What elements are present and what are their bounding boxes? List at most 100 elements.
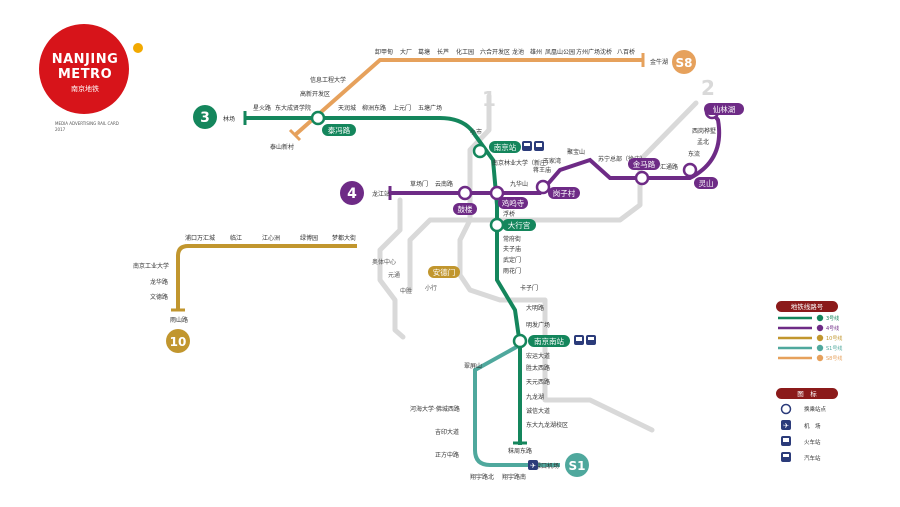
svg-text:3号线: 3号线 (826, 315, 839, 322)
svg-text:诚信大道: 诚信大道 (526, 407, 550, 415)
svg-text:大明路: 大明路 (526, 304, 544, 312)
interchange-jinmalu[interactable] (634, 170, 650, 186)
major-station-daxinggong[interactable]: 大行宫 (502, 219, 536, 231)
icon-bus-nanjingzhan (522, 141, 532, 151)
badge-line-s1: S1 (565, 453, 589, 477)
svg-text:南京工业大学: 南京工业大学 (133, 262, 169, 270)
major-station-jimingsi[interactable]: 鸡鸣寺 (498, 197, 528, 209)
brand-logo (39, 24, 129, 114)
legend-symbols: 图 标 换乘站点 ✈ 机 场 火车站 汽车站 (776, 388, 838, 462)
svg-text:金马路: 金马路 (633, 159, 656, 169)
svg-text:安德门: 安德门 (433, 267, 456, 277)
svg-text:六合开发区: 六合开发区 (480, 48, 510, 56)
svg-text:孟北: 孟北 (697, 138, 709, 146)
airport-icon (781, 420, 791, 430)
interchange-gulou[interactable] (457, 185, 473, 201)
svg-text:王家湾: 王家湾 (543, 157, 561, 165)
svg-text:翔宇路南: 翔宇路南 (502, 473, 526, 481)
svg-text:10: 10 (170, 335, 187, 349)
interchange-daxinggong[interactable] (489, 217, 505, 233)
svg-text:葛塘: 葛塘 (418, 48, 430, 56)
svg-text:东大九龙湖校区: 东大九龙湖校区 (526, 421, 568, 429)
line-10-route (176, 244, 357, 310)
svg-text:汇通路: 汇通路 (660, 163, 678, 171)
svg-text:卸甲甸: 卸甲甸 (375, 48, 393, 56)
svg-text:凤凰山公园: 凤凰山公园 (545, 48, 575, 56)
svg-text:五塘广场: 五塘广场 (418, 104, 442, 112)
interchange-nanjingzhan[interactable] (472, 143, 488, 159)
svg-text:泰冯路: 泰冯路 (328, 125, 351, 135)
svg-text:沈桥: 沈桥 (600, 48, 612, 56)
svg-text:绿博园: 绿博园 (300, 234, 318, 242)
svg-text:元通: 元通 (388, 271, 400, 279)
svg-text:S8: S8 (676, 56, 693, 70)
major-station-nanjingzhan[interactable]: 南京站 (489, 141, 521, 153)
badge-line-3: 3 (193, 105, 217, 129)
svg-text:汽车站: 汽车站 (804, 454, 821, 462)
s8-labels: 卸甲甸 大厂 葛塘 长芦 化工园 六合开发区 龙池 雄州 凤凰山公园 方州广场 … (270, 48, 668, 151)
interchange-jimingsi[interactable] (489, 185, 505, 201)
svg-text:鸡鸣寺: 鸡鸣寺 (502, 198, 525, 208)
svg-text:浮桥: 浮桥 (503, 210, 515, 218)
line-s8-route (293, 58, 643, 137)
svg-text:大厂: 大厂 (400, 48, 412, 56)
major-station-andemen[interactable]: 安德门 (428, 266, 460, 278)
svg-text:化工园: 化工园 (456, 48, 474, 56)
svg-text:文德路: 文德路 (150, 293, 168, 301)
line-10-labels: 雨山路 文德路 龙华路 南京工业大学 浦口万汇城 临江 江心洲 绿博园 梦都大街 (133, 234, 356, 324)
brand-name-cn: 南京地铁 (71, 85, 99, 93)
svg-text:翔宇路北: 翔宇路北 (470, 473, 494, 481)
badge-line-4: 4 (340, 181, 364, 205)
line-s8-start-cap (288, 128, 302, 142)
svg-text:龙华路: 龙华路 (150, 278, 168, 286)
interchange-icon (780, 403, 792, 415)
major-station-nanjingnanzhan[interactable]: 南京南站 (528, 335, 570, 347)
major-station-gulou[interactable]: 鼓楼 (453, 203, 477, 215)
interchange-nanjingnanzhan[interactable] (512, 333, 528, 349)
grey-line-labels: 奥体中心 元通 中胜 小行 (372, 258, 437, 295)
svg-text:S1号线: S1号线 (826, 345, 842, 352)
svg-text:南京南站: 南京南站 (534, 336, 564, 346)
interchange-lingshan[interactable] (682, 162, 698, 178)
brand-name-line2: METRO (57, 67, 113, 82)
svg-text:4: 4 (347, 186, 357, 202)
svg-text:天元西路: 天元西路 (526, 378, 550, 386)
svg-text:高新开发区: 高新开发区 (300, 90, 330, 98)
svg-text:河海大学·佛城西路: 河海大学·佛城西路 (410, 405, 460, 413)
svg-text:信息工程大学: 信息工程大学 (310, 76, 346, 84)
legend-lines: 地铁线路号 3号线 4号线 10号线 S1号线 S8号线 (776, 301, 842, 362)
major-station-gangzicun[interactable]: 岗子村 (548, 187, 580, 199)
svg-text:中胜: 中胜 (400, 287, 412, 295)
major-station-xianlinhu[interactable]: 仙林湖 (704, 103, 744, 115)
major-station-lingshan[interactable]: 灵山 (694, 177, 718, 189)
svg-text:雨花门: 雨花门 (503, 267, 521, 275)
svg-text:聚宝山: 聚宝山 (567, 148, 585, 156)
interchange-taifenglu[interactable] (310, 110, 326, 126)
svg-text:10号线: 10号线 (826, 335, 842, 342)
svg-text:常府街: 常府街 (503, 235, 521, 243)
svg-text:林场: 林场 (223, 115, 235, 123)
svg-text:九华山: 九华山 (510, 180, 528, 188)
svg-text:图 标: 图 标 (797, 389, 817, 398)
svg-text:明发广场: 明发广场 (526, 321, 550, 329)
svg-text:秣周东路: 秣周东路 (508, 447, 532, 455)
line-4-route (390, 110, 722, 195)
svg-text:南京站: 南京站 (494, 142, 517, 152)
svg-text:岗子村: 岗子村 (553, 188, 576, 198)
svg-text:S1: S1 (569, 459, 586, 473)
brand-year: 2017 (55, 127, 66, 132)
svg-text:八百桥: 八百桥 (617, 48, 635, 56)
svg-text:翠屏山: 翠屏山 (464, 362, 482, 370)
badge-line-10: 10 (166, 329, 190, 353)
brand-dot (133, 43, 143, 53)
svg-text:武定门: 武定门 (503, 256, 521, 264)
svg-text:星火路: 星火路 (253, 104, 271, 112)
badge-line-2: 2 (701, 76, 715, 100)
line-3-route (245, 116, 522, 445)
major-station-jinmalu[interactable]: 金马路 (628, 158, 660, 170)
svg-text:S8号线: S8号线 (826, 355, 842, 362)
major-station-taifenglu[interactable]: 泰冯路 (322, 124, 356, 136)
interchange-gangzicun[interactable] (535, 179, 551, 195)
svg-text:换乘站点: 换乘站点 (804, 405, 827, 413)
svg-text:东流: 东流 (688, 150, 700, 158)
